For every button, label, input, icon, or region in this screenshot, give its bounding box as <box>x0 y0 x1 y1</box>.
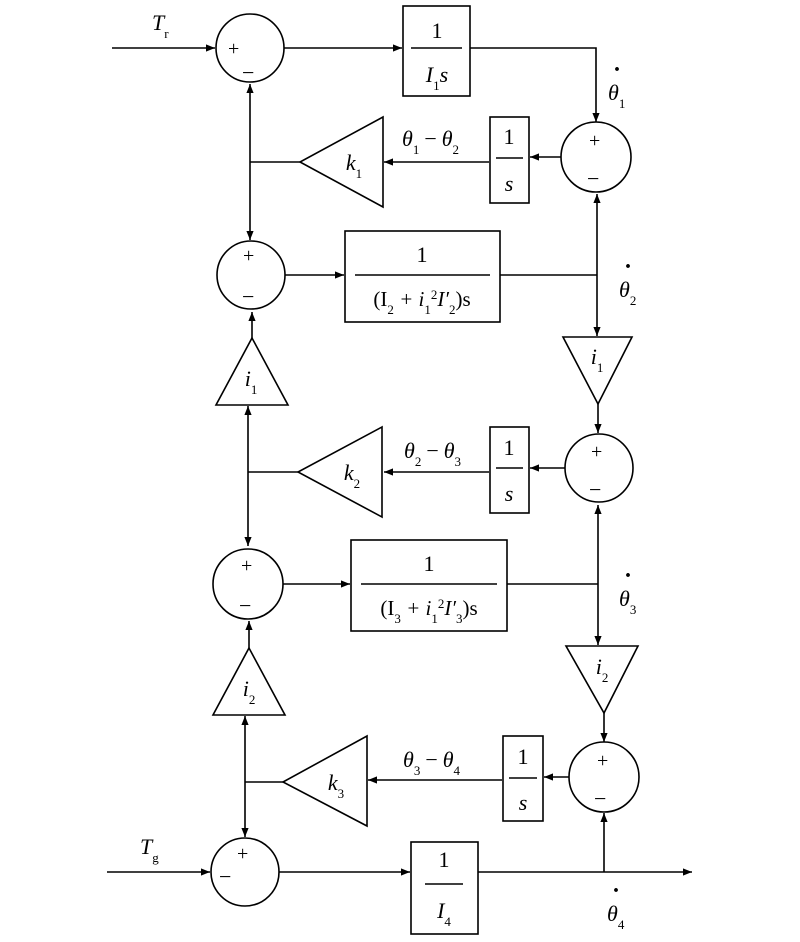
svg-text:i2: i2 <box>243 676 256 707</box>
svg-text:k1: k1 <box>346 150 362 181</box>
label-theta3-dot: · θ3 <box>619 563 636 617</box>
integrator-block-2: 1 s <box>489 426 530 514</box>
svg-text:θ1: θ1 <box>608 80 625 111</box>
svg-text:s: s <box>505 171 514 196</box>
svg-text:1: 1 <box>518 744 529 769</box>
svg-text:s: s <box>505 481 514 506</box>
block-2-transfer: 1 (I2 + i12I′2)s <box>344 230 501 323</box>
svg-text:I4: I4 <box>436 898 451 929</box>
svg-text:θ3: θ3 <box>619 586 636 617</box>
svg-text:−: − <box>594 786 606 811</box>
svg-text:1: 1 <box>424 551 435 576</box>
svg-text:Tg: Tg <box>140 834 159 865</box>
connection-lines <box>107 44 692 876</box>
label-Tr: Tr <box>152 10 169 41</box>
svg-text:i2: i2 <box>596 654 609 685</box>
svg-text:·: · <box>624 254 632 280</box>
svg-text:(I3 + i12I′3)s: (I3 + i12I′3)s <box>380 596 477 626</box>
label-theta2-minus-theta3: θ2−θ3 <box>404 438 461 469</box>
svg-text:θ2−θ3: θ2−θ3 <box>404 438 461 469</box>
svg-text:1: 1 <box>432 18 443 43</box>
block-1-over-I1s: 1 I1s <box>402 5 471 97</box>
svg-text:i1: i1 <box>591 344 604 375</box>
svg-text:Tr: Tr <box>152 10 169 41</box>
svg-text:+: + <box>243 245 254 267</box>
svg-text:+: + <box>241 555 252 577</box>
gain-k3: k3 <box>281 734 368 828</box>
svg-text:+: + <box>589 130 600 152</box>
svg-text:i1: i1 <box>245 366 258 397</box>
svg-text:θ1−θ2: θ1−θ2 <box>402 126 459 157</box>
svg-text:s: s <box>519 790 528 815</box>
svg-text:+: + <box>591 441 602 463</box>
svg-text:·: · <box>613 57 621 83</box>
label-Tg: Tg <box>140 834 159 865</box>
label-theta2-dot: · θ2 <box>619 254 636 308</box>
block-1-over-I4: 1 I4 <box>410 841 479 935</box>
svg-text:k3: k3 <box>328 770 344 801</box>
svg-text:θ3−θ4: θ3−θ4 <box>403 747 461 778</box>
summing-junction-5: + − <box>212 548 284 620</box>
integrator-block-3: 1 s <box>502 735 544 822</box>
svg-text:·: · <box>612 878 620 904</box>
gain-i2-down: i2 <box>564 645 640 715</box>
summing-junction-1: + − <box>215 13 285 85</box>
svg-text:−: − <box>242 60 254 85</box>
gain-k1: k1 <box>298 115 384 209</box>
svg-text:−: − <box>589 477 601 502</box>
label-theta3-minus-theta4: θ3−θ4 <box>403 747 461 778</box>
svg-text:1: 1 <box>417 242 428 267</box>
gain-i1-up: i1 <box>214 336 290 406</box>
svg-text:−: − <box>587 166 599 191</box>
svg-text:θ4: θ4 <box>607 901 625 932</box>
summing-junction-7: + − <box>210 837 280 907</box>
summing-junction-6: + − <box>568 741 640 813</box>
block-3-transfer: 1 (I3 + i12I′3)s <box>350 539 508 632</box>
svg-text:k2: k2 <box>344 460 360 491</box>
svg-text:1: 1 <box>504 435 515 460</box>
label-theta4-dot: · θ4 <box>607 878 625 932</box>
svg-text:1: 1 <box>439 847 450 872</box>
svg-text:+: + <box>237 843 248 865</box>
gain-i1-down: i1 <box>561 336 634 406</box>
svg-text:(I2 + i12I′2)s: (I2 + i12I′2)s <box>373 287 470 317</box>
label-theta1-dot: · θ1 <box>608 57 625 111</box>
summing-junction-4: + − <box>564 433 634 503</box>
integrator-block-1: 1 s <box>489 116 530 204</box>
svg-text:·: · <box>624 563 632 589</box>
svg-text:−: − <box>219 864 231 889</box>
svg-text:+: + <box>228 38 239 60</box>
svg-text:1: 1 <box>504 124 515 149</box>
svg-text:−: − <box>239 593 251 618</box>
gain-i2-up: i2 <box>211 646 287 716</box>
svg-text:θ2: θ2 <box>619 277 636 308</box>
svg-text:I1s: I1s <box>425 62 448 93</box>
summing-junction-3: + − <box>216 240 286 310</box>
summing-junction-2: + − <box>560 121 632 193</box>
svg-text:+: + <box>597 750 608 772</box>
label-theta1-minus-theta2: θ1−θ2 <box>402 126 459 157</box>
svg-text:−: − <box>242 284 254 309</box>
gain-k2: k2 <box>296 425 383 519</box>
